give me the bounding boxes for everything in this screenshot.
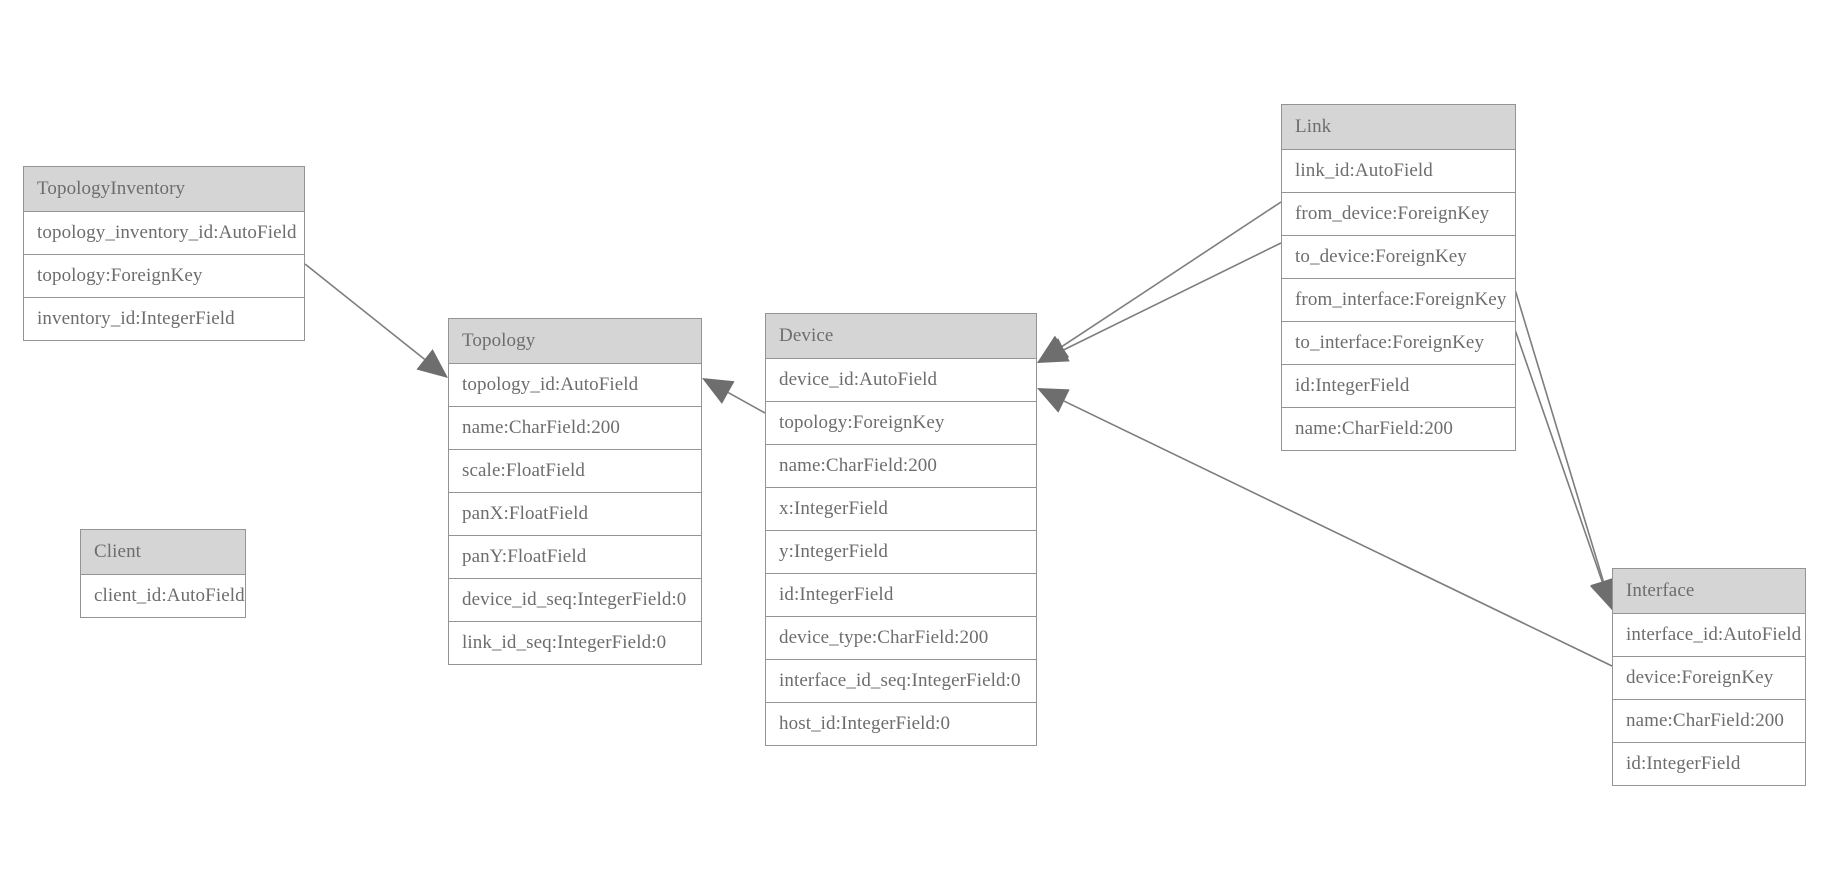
relation-arrowhead: [1037, 335, 1070, 363]
entity-title-interface: Interface: [1613, 569, 1805, 614]
relation-line: [1512, 282, 1605, 582]
entity-field: link_id_seq:IntegerField:0: [449, 622, 701, 664]
relation-link-from-interface: [1512, 282, 1616, 610]
entity-field: topology:ForeignKey: [766, 402, 1036, 445]
entity-field: x:IntegerField: [766, 488, 1036, 531]
relation-arrowhead: [702, 378, 735, 404]
relation-line: [1512, 323, 1603, 582]
entity-field: inventory_id:IntegerField: [24, 298, 304, 340]
entity-field: name:CharField:200: [449, 407, 701, 450]
entity-field: to_interface:ForeignKey: [1282, 322, 1515, 365]
entity-title-topologyinventory: TopologyInventory: [24, 167, 304, 212]
relation-link-to-interface: [1512, 323, 1615, 610]
entity-field: from_device:ForeignKey: [1282, 193, 1515, 236]
entity-field: host_id:IntegerField:0: [766, 703, 1036, 745]
relation-device-topology: [702, 378, 766, 414]
entity-field: topology:ForeignKey: [24, 255, 304, 298]
entity-field: name:CharField:200: [1613, 700, 1805, 743]
relation-arrowhead: [1037, 388, 1070, 413]
entity-field: device:ForeignKey: [1613, 657, 1805, 700]
entity-field: topology_inventory_id:AutoField: [24, 212, 304, 255]
entity-field: name:CharField:200: [1282, 408, 1515, 450]
entity-field: device_id_seq:IntegerField:0: [449, 579, 701, 622]
entity-field: device_id:AutoField: [766, 359, 1036, 402]
entity-field: id:IntegerField: [1613, 743, 1805, 785]
entity-field: id:IntegerField: [766, 574, 1036, 617]
entity-field: interface_id:AutoField: [1613, 614, 1805, 657]
relation-arrowhead: [1589, 577, 1615, 610]
entity-field: id:IntegerField: [1282, 365, 1515, 408]
entity-field: device_type:CharField:200: [766, 617, 1036, 660]
relation-line: [727, 391, 766, 414]
entity-field: to_device:ForeignKey: [1282, 236, 1515, 279]
entity-field: scale:FloatField: [449, 450, 701, 493]
relation-topologyinventory-topology: [304, 263, 448, 378]
relation-line: [1063, 242, 1282, 351]
entity-title-topology: Topology: [449, 319, 701, 364]
relation-line: [1061, 201, 1282, 348]
entity-field: from_interface:ForeignKey: [1282, 279, 1515, 322]
entity-title-client: Client: [81, 530, 245, 575]
relation-arrowhead: [1037, 338, 1070, 363]
entity-field: panX:FloatField: [449, 493, 701, 536]
entity-field: panY:FloatField: [449, 536, 701, 579]
entity-field: client_id:AutoField: [81, 575, 245, 617]
entity-field: name:CharField:200: [766, 445, 1036, 488]
relation-line: [304, 263, 426, 360]
entity-field: topology_id:AutoField: [449, 364, 701, 407]
relation-link-from-device: [1037, 201, 1282, 363]
entity-title-device: Device: [766, 314, 1036, 359]
entity-field: y:IntegerField: [766, 531, 1036, 574]
entity-title-link: Link: [1282, 105, 1515, 150]
entity-field: interface_id_seq:IntegerField:0: [766, 660, 1036, 703]
relation-link-to-device: [1037, 242, 1282, 363]
entity-field: link_id:AutoField: [1282, 150, 1515, 193]
relation-arrowhead: [416, 349, 448, 378]
